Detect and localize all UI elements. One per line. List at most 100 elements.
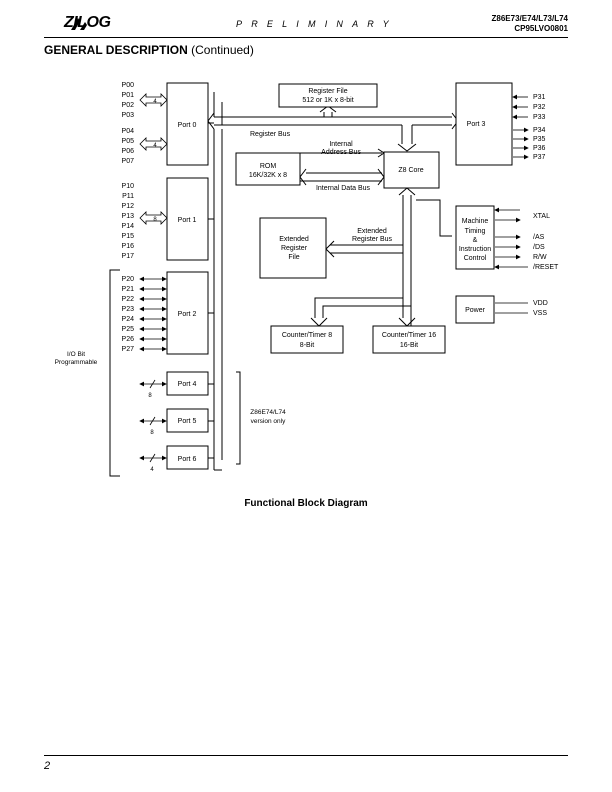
port2-block: Port 2: [166, 271, 209, 355]
pin-ds: /DS: [533, 244, 545, 251]
pin-p10: P10: [122, 183, 135, 190]
pin-p16: P16: [122, 243, 135, 250]
port2-label: Port 2: [178, 311, 197, 318]
page-number: 2: [44, 760, 51, 772]
header-rule: [44, 37, 568, 38]
ct8-title: Counter/Timer 8: [282, 332, 332, 339]
z8-core-block: Z8 Core: [383, 151, 440, 189]
pin-p00: P00: [122, 82, 135, 89]
pin-p25: P25: [122, 326, 135, 333]
p6-width: 4: [150, 467, 154, 473]
pin-p34: P34: [533, 127, 546, 134]
internal-data-bus-label: Internal Data Bus: [316, 185, 371, 192]
port4-block: Port 4: [166, 371, 209, 396]
pin-p22: P22: [122, 296, 135, 303]
port5-label: Port 5: [178, 418, 197, 425]
p0-hi-width: 4: [153, 99, 157, 105]
preliminary-banner: PRELIMINARY: [236, 19, 398, 29]
p0-lo-width: 4: [153, 143, 157, 149]
extreg-line2: Register: [281, 245, 308, 252]
pin-p15: P15: [122, 233, 135, 240]
port3-label: Port 3: [467, 121, 486, 128]
pin-xtal: XTAL: [533, 213, 550, 220]
register-file-title: Register File: [308, 88, 347, 95]
port6-block: Port 6: [166, 445, 209, 470]
internal-address-bus-line1: Internal: [329, 141, 353, 148]
pin-rw: R/W: [533, 254, 547, 261]
pin-p33: P33: [533, 114, 546, 121]
pin-as: /AS: [533, 234, 545, 241]
part-number-primary: Z86E73/E74/L73/L74: [491, 14, 569, 23]
counter-timer16-block: Counter/Timer 16 16-Bit: [372, 325, 446, 354]
io-bit-line2: Programmable: [55, 359, 98, 366]
part-numbers: Z86E73/E74/L73/L74 CP95LVO0801: [492, 14, 569, 34]
pin-p36: P36: [533, 145, 546, 152]
port0-block: Port 0: [166, 82, 209, 166]
pin-p13: P13: [122, 213, 135, 220]
pin-p05: P05: [122, 138, 135, 145]
extended-register-file-block: Extended Register File: [259, 217, 327, 279]
rom-title: ROM: [260, 163, 277, 170]
zilog-logo-icon: [71, 18, 87, 30]
section-suffix: (Continued): [191, 43, 254, 57]
port456-buses: [139, 379, 167, 463]
rom-size: 16K/32K x 8: [249, 172, 287, 179]
pin-p37: P37: [533, 154, 546, 161]
p4-width: 8: [148, 393, 152, 399]
pin-p24: P24: [122, 316, 135, 323]
pin-p02: P02: [122, 102, 135, 109]
brand-name: ZILOG: [64, 14, 111, 31]
pin-p20: P20: [122, 276, 135, 283]
register-bus-label: Register Bus: [250, 131, 291, 138]
z8-core-label: Z8 Core: [398, 167, 423, 174]
pin-p04: P04: [122, 128, 135, 135]
pin-p03: P03: [122, 112, 135, 119]
bus-lines: [109, 92, 459, 477]
pin-vss: VSS: [533, 310, 547, 317]
pin-p27: P27: [122, 346, 135, 353]
machine-line3: &: [473, 237, 478, 244]
pin-p26: P26: [122, 336, 135, 343]
pin-vdd: VDD: [533, 300, 548, 307]
counter-timer8-block: Counter/Timer 8 8-Bit: [270, 325, 344, 354]
pin-p01: P01: [122, 92, 135, 99]
register-file-block: Register File 512 or 1K x 8-bit: [278, 83, 378, 108]
machine-line4: Instruction: [459, 246, 491, 253]
version-note-line2: version only: [251, 418, 286, 425]
pin-p06: P06: [122, 148, 135, 155]
machine-line1: Machine: [462, 218, 489, 225]
pin-p23: P23: [122, 306, 135, 313]
port5-block: Port 5: [166, 408, 209, 433]
port-bus-arrows: [139, 93, 168, 225]
pin-labels: P00P01P02P03P04P05P06P07P10P11P12P13P14P…: [122, 82, 559, 353]
ct16-title: Counter/Timer 16: [382, 332, 436, 339]
pin-p12: P12: [122, 203, 135, 210]
io-bit-line1: I/O Bit: [67, 351, 85, 358]
port3-block: Port 3: [455, 82, 513, 166]
port1-label: Port 1: [178, 217, 197, 224]
pin-p21: P21: [122, 286, 135, 293]
p5-width: 8: [150, 430, 154, 436]
port6-label: Port 6: [178, 456, 197, 463]
ct16-bits: 16-Bit: [400, 342, 418, 349]
internal-address-bus-line2: Address Bus: [321, 149, 361, 156]
extended-register-bus-line2: Register Bus: [352, 236, 393, 243]
pin-p35: P35: [533, 136, 546, 143]
machine-timing-block: Machine Timing & Instruction Control: [455, 205, 495, 270]
extended-register-bus-line1: Extended: [357, 228, 387, 235]
machine-line2: Timing: [465, 228, 486, 235]
part-number-secondary: CP95LVO0801: [514, 24, 568, 33]
footer-rule: [44, 755, 568, 756]
section-title: GENERAL DESCRIPTION: [44, 43, 188, 57]
pin-reset: /RESET: [533, 264, 559, 271]
pin-p14: P14: [122, 223, 135, 230]
pin-p32: P32: [533, 104, 546, 111]
pin-p11: P11: [122, 193, 134, 200]
ct8-bits: 8-Bit: [300, 342, 314, 349]
pin-p31: P31: [533, 94, 546, 101]
port1-block: Port 1: [166, 177, 209, 261]
pin-p07: P07: [122, 158, 135, 165]
diagram-caption: Functional Block Diagram: [244, 498, 368, 509]
rom-block: ROM 16K/32K x 8: [235, 152, 301, 186]
